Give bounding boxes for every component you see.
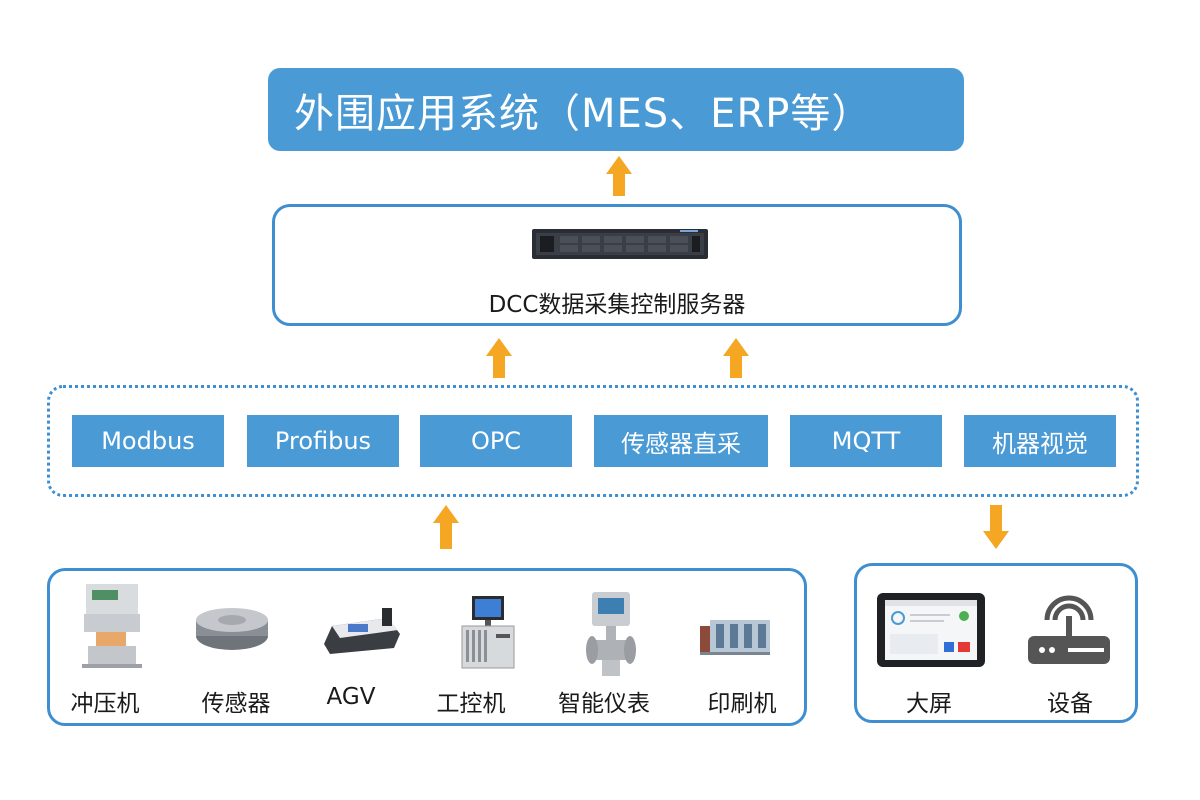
- protocol-machine-vision: 机器视觉: [964, 415, 1116, 467]
- dcc-server-box: DCC数据采集控制服务器: [272, 204, 962, 326]
- device-label-ipc: 工控机: [436, 691, 506, 717]
- device-label-agv: AGV: [326, 684, 376, 710]
- protocol-sensor-direct: 传感器直采: [594, 415, 768, 467]
- arrow-up-icon: [606, 156, 632, 196]
- external-systems-title: 外围应用系统（MES、ERP等）: [294, 90, 873, 137]
- router-device-icon: [1028, 595, 1110, 664]
- device-label-printer: 印刷机: [707, 691, 777, 717]
- press-machine-icon: [82, 584, 142, 668]
- field-devices-box: [47, 568, 807, 726]
- arrow-down-icon: [983, 505, 1009, 549]
- smart-meter-icon: [586, 592, 636, 676]
- rack-server-icon: [532, 229, 708, 259]
- device-label-press: 冲压机: [70, 691, 140, 717]
- protocol-modbus: Modbus: [72, 415, 224, 467]
- server-label: DCC数据采集控制服务器: [488, 292, 746, 318]
- arrow-up-icon: [433, 505, 459, 549]
- protocol-group: [47, 385, 1139, 497]
- agv-icon: [324, 608, 400, 654]
- device-label-meter: 智能仪表: [558, 691, 650, 717]
- printing-machine-icon: [700, 620, 770, 655]
- output-label-device: 设备: [1047, 691, 1093, 717]
- sensor-icon: [196, 608, 268, 650]
- protocol-profibus: Profibus: [247, 415, 399, 467]
- protocol-mqtt: MQTT: [790, 415, 942, 467]
- industrial-pc-icon: [461, 596, 515, 669]
- arrow-up-icon: [723, 338, 749, 378]
- protocol-opc: OPC: [420, 415, 572, 467]
- output-label-bigscreen: 大屏: [906, 691, 952, 717]
- device-label-sensor: 传感器: [201, 691, 271, 717]
- arrow-up-icon: [486, 338, 512, 378]
- external-systems-banner: 外围应用系统（MES、ERP等）: [268, 68, 964, 151]
- big-screen-icon: [877, 593, 985, 667]
